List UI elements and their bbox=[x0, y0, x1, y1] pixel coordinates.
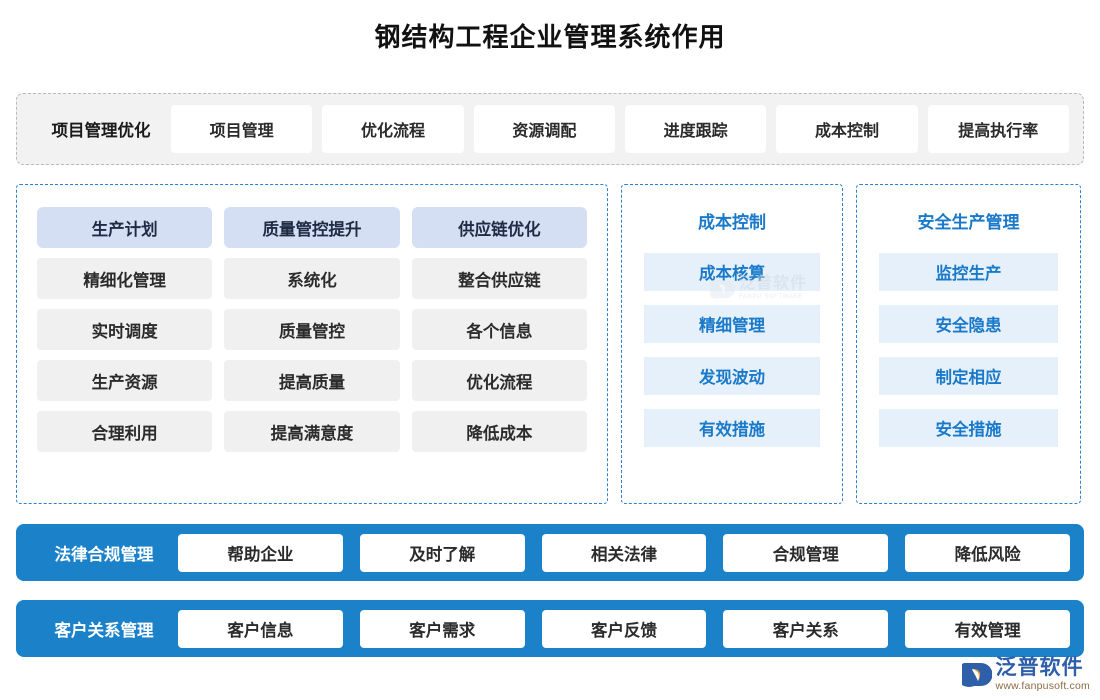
item-reduce-cost[interactable]: 降低成本 bbox=[411, 411, 587, 452]
watermark-en: FANPU SOFTWARE bbox=[739, 294, 803, 300]
chip-project-management[interactable]: 项目管理 bbox=[171, 105, 313, 153]
cost-control-panel: 成本控制 成本核算 精细管理 发现波动 有效措施 泛普软件 FANPU SOFT… bbox=[621, 184, 843, 504]
item-refined-management-cost[interactable]: 精细管理 bbox=[644, 305, 820, 343]
fanpu-logo-text: 泛普软件 www.fanpusoft.com bbox=[995, 655, 1090, 692]
chip-customer-needs[interactable]: 客户需求 bbox=[359, 609, 525, 648]
legal-compliance-label: 法律合规管理 bbox=[54, 545, 154, 564]
chip-customer-relationship[interactable]: 客户关系 bbox=[723, 609, 889, 648]
chip-cost-control[interactable]: 成本控制 bbox=[776, 105, 918, 153]
item-various-information[interactable]: 各个信息 bbox=[411, 309, 587, 350]
project-optimization-band: 项目管理优化 项目管理 优化流程 资源调配 进度跟踪 成本控制 提高执行率 bbox=[16, 93, 1084, 165]
item-improve-satisfaction[interactable]: 提高满意度 bbox=[224, 411, 400, 452]
item-realtime-scheduling[interactable]: 实时调度 bbox=[37, 309, 213, 350]
chip-customer-feedback[interactable]: 客户反馈 bbox=[541, 609, 707, 648]
item-improve-quality[interactable]: 提高质量 bbox=[224, 360, 400, 401]
safety-management-panel: 安全生产管理 监控生产 安全隐患 制定相应 安全措施 bbox=[856, 184, 1081, 504]
column-production-plan: 生产计划 精细化管理 实时调度 生产资源 合理利用 bbox=[37, 207, 213, 481]
chip-optimize-process[interactable]: 优化流程 bbox=[322, 105, 464, 153]
legal-compliance-chips: 帮助企业 及时了解 相关法律 合规管理 降低风险 bbox=[178, 533, 1070, 572]
item-cost-accounting[interactable]: 成本核算 bbox=[644, 253, 820, 291]
column-quality-control: 质量管控提升 系统化 质量管控 提高质量 提高满意度 bbox=[224, 207, 400, 481]
item-quality-control[interactable]: 质量管控 bbox=[224, 309, 400, 350]
item-formulate-corresponding[interactable]: 制定相应 bbox=[879, 357, 1058, 395]
column-supply-chain: 供应链优化 整合供应链 各个信息 优化流程 降低成本 bbox=[411, 207, 587, 481]
safety-management-head[interactable]: 安全生产管理 bbox=[917, 212, 1020, 232]
chip-timely-understanding[interactable]: 及时了解 bbox=[359, 533, 525, 572]
chip-compliance-management[interactable]: 合规管理 bbox=[723, 533, 889, 572]
fanpu-logo: 泛普软件 www.fanpusoft.com bbox=[956, 655, 1090, 692]
customer-relationship-bar: 客户关系管理 客户信息 客户需求 客户反馈 客户关系 有效管理 bbox=[16, 600, 1084, 657]
chip-reduce-risk[interactable]: 降低风险 bbox=[905, 533, 1070, 572]
chip-help-enterprise[interactable]: 帮助企业 bbox=[178, 533, 343, 572]
project-optimization-chips: 项目管理 优化流程 资源调配 进度跟踪 成本控制 提高执行率 bbox=[171, 105, 1069, 153]
chip-relevant-laws[interactable]: 相关法律 bbox=[541, 533, 707, 572]
chip-customer-information[interactable]: 客户信息 bbox=[178, 609, 343, 648]
customer-relationship-chips: 客户信息 客户需求 客户反馈 客户关系 有效管理 bbox=[178, 609, 1070, 648]
item-systematization[interactable]: 系统化 bbox=[224, 258, 400, 299]
fanpu-logo-icon bbox=[956, 659, 993, 689]
item-effective-measures[interactable]: 有效措施 bbox=[644, 409, 820, 447]
chip-resource-allocation[interactable]: 资源调配 bbox=[473, 105, 615, 153]
customer-relationship-label: 客户关系管理 bbox=[54, 621, 154, 640]
item-production-resources[interactable]: 生产资源 bbox=[37, 360, 213, 401]
column-head-quality-control[interactable]: 质量管控提升 bbox=[224, 207, 400, 248]
production-panel: 生产计划 精细化管理 实时调度 生产资源 合理利用 质量管控提升 系统化 质量管… bbox=[16, 184, 608, 504]
legal-compliance-bar: 法律合规管理 帮助企业 及时了解 相关法律 合规管理 降低风险 bbox=[16, 524, 1084, 581]
item-optimize-process[interactable]: 优化流程 bbox=[411, 360, 587, 401]
item-monitor-production[interactable]: 监控生产 bbox=[879, 253, 1058, 291]
column-head-production-plan[interactable]: 生产计划 bbox=[37, 207, 213, 248]
item-detect-fluctuation[interactable]: 发现波动 bbox=[644, 357, 820, 395]
chip-progress-tracking[interactable]: 进度跟踪 bbox=[624, 105, 767, 153]
column-head-supply-chain[interactable]: 供应链优化 bbox=[411, 207, 587, 248]
logo-website-url: www.fanpusoft.com bbox=[995, 680, 1090, 692]
item-rational-utilization[interactable]: 合理利用 bbox=[37, 411, 213, 452]
item-safety-hazards[interactable]: 安全隐患 bbox=[879, 305, 1058, 343]
page-title: 钢结构工程企业管理系统作用 bbox=[374, 22, 726, 52]
item-refined-management[interactable]: 精细化管理 bbox=[37, 258, 213, 299]
cost-control-head[interactable]: 成本控制 bbox=[698, 212, 766, 232]
chip-improve-execution[interactable]: 提高执行率 bbox=[927, 105, 1069, 153]
item-integrate-supply-chain[interactable]: 整合供应链 bbox=[411, 258, 587, 299]
middle-panels: 生产计划 精细化管理 实时调度 生产资源 合理利用 质量管控提升 系统化 质量管… bbox=[16, 184, 1084, 504]
logo-company-name: 泛普软件 bbox=[995, 655, 1084, 679]
project-optimization-label: 项目管理优化 bbox=[51, 122, 151, 140]
chip-effective-management[interactable]: 有效管理 bbox=[905, 609, 1070, 648]
item-safety-measures[interactable]: 安全措施 bbox=[879, 409, 1058, 447]
